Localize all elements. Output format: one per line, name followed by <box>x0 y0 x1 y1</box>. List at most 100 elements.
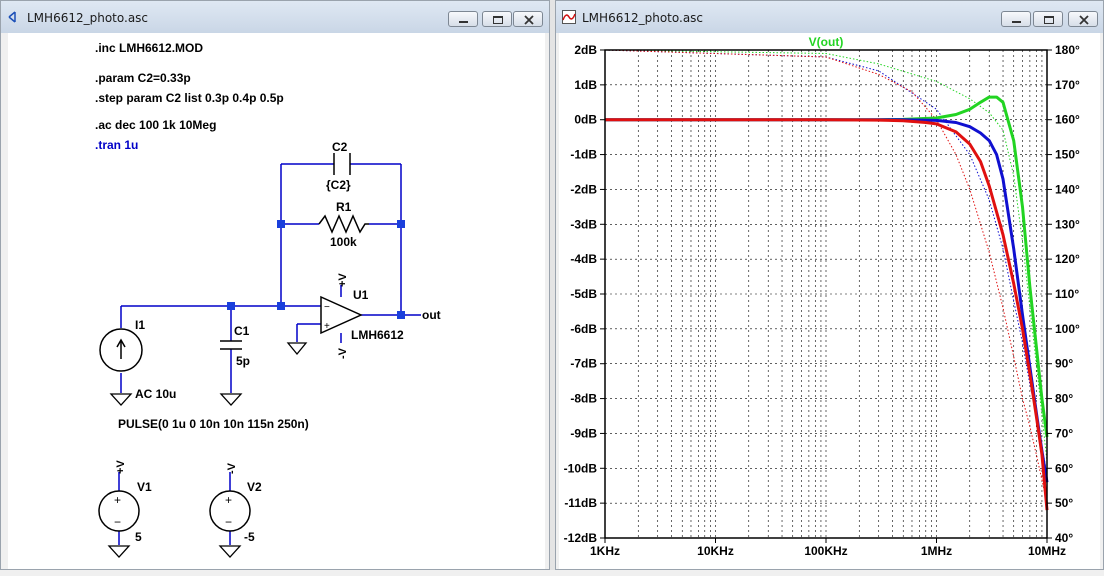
schematic-icon <box>8 11 16 23</box>
schematic-titlebar[interactable]: LMH6612_photo.asc <box>1 1 549 33</box>
schematic-canvas[interactable]: C2 {C2} R1 100k − + +V -V U1 LMH6612 out <box>8 33 545 569</box>
schematic-window: LMH6612_photo.asc <box>0 0 550 570</box>
y-right-tick-label: 100° <box>1055 322 1080 336</box>
y-left-tick-label: -5dB <box>570 287 597 301</box>
restore-button[interactable] <box>482 11 512 27</box>
schematic-drawing[interactable]: C2 {C2} R1 100k − + +V -V U1 LMH6612 out <box>8 33 547 571</box>
plot-pane[interactable]: 2dB 1dB 0dB -1dB -2dB -3dB -4dB -5dB -6dB -7dB -8d… <box>559 33 1100 569</box>
y-left-tick-label: 0dB <box>574 113 597 127</box>
y-right-tick-label: 110° <box>1055 287 1079 301</box>
trace-label[interactable]: V(out) <box>809 35 844 49</box>
x-tick-label: 100KHz <box>804 544 847 558</box>
x-tick-label: 10MHz <box>1028 544 1066 558</box>
restore-icon <box>493 16 503 24</box>
current-source-i1[interactable] <box>99 328 143 372</box>
ground-symbol-i1 <box>109 393 133 406</box>
y-right-tick-label: 150° <box>1055 148 1080 162</box>
close-icon <box>1079 15 1089 25</box>
opamp-vpos-label: +V <box>337 273 349 287</box>
directive-step[interactable]: .step param C2 list 0.3p 0.4p 0.5p <box>95 91 284 105</box>
waveform-titlebar[interactable]: LMH6612_photo.asc <box>556 1 1103 33</box>
opamp-vneg-label: -V <box>337 347 349 359</box>
waveform-icon <box>562 10 576 24</box>
y-right-tick-label: 40° <box>1055 531 1073 545</box>
v2-net-label: -V <box>226 462 238 474</box>
v2-value: -5 <box>244 530 255 544</box>
voltage-source-v1[interactable]: + − <box>98 490 140 532</box>
y-left-tick-label: -10dB <box>564 461 598 475</box>
opamp-inverting-mark: − <box>324 302 330 313</box>
y-right-tick-label: 170° <box>1055 78 1080 92</box>
waveform-title: LMH6612_photo.asc <box>582 11 704 25</box>
y-left-tick-label: -3dB <box>570 217 597 231</box>
directive-param[interactable]: .param C2=0.33p <box>95 71 191 85</box>
opamp-noninverting-mark: + <box>324 321 330 332</box>
y-left-tick-label: -4dB <box>570 252 597 266</box>
junctions <box>227 220 405 319</box>
restore-icon <box>1044 16 1054 24</box>
v2-minus-mark: − <box>225 515 232 529</box>
voltage-source-v2[interactable]: + − <box>209 490 251 532</box>
out-label: out <box>422 308 441 322</box>
y-left-tick-label: -8dB <box>570 392 597 406</box>
directive-tran[interactable]: .tran 1u <box>95 138 138 152</box>
i1-name: I1 <box>135 318 145 332</box>
close-button[interactable] <box>513 11 543 27</box>
bode-plot[interactable]: 2dB 1dB 0dB -1dB -2dB -3dB -4dB -5dB -6dB -7dB -8d… <box>559 33 1102 571</box>
y-right-tick-label: 120° <box>1055 252 1080 266</box>
v2-name: V2 <box>247 480 262 494</box>
u1-name: U1 <box>353 288 369 302</box>
c2-value: {C2} <box>326 178 351 192</box>
y-left-tick-label: -7dB <box>570 357 597 371</box>
resistor-r1[interactable] <box>318 214 369 234</box>
v1-net-label: +V <box>115 460 127 474</box>
v1-plus-mark: + <box>114 493 121 507</box>
v1-name: V1 <box>137 480 152 494</box>
y-right-tick-label: 180° <box>1055 43 1080 57</box>
ground-symbol-c1 <box>219 393 243 406</box>
minimize-icon <box>459 21 468 23</box>
y-left-tick-label: -6dB <box>570 322 597 336</box>
y-left-tick-label: -9dB <box>570 426 597 440</box>
minimize-button[interactable] <box>448 11 478 27</box>
c1-name: C1 <box>234 324 250 338</box>
directive-inc[interactable]: .inc LMH6612.MOD <box>95 41 203 55</box>
v2-plus-mark: + <box>225 493 232 507</box>
capacitor-c1[interactable] <box>220 340 242 350</box>
directive-ac[interactable]: .ac dec 100 1k 10Meg <box>95 118 216 132</box>
x-tick-label: 10KHz <box>697 544 734 558</box>
window-divider[interactable] <box>550 0 555 570</box>
plot-grid <box>605 50 1047 538</box>
capacitor-c2[interactable] <box>333 153 351 175</box>
ground-symbol-opamp <box>286 342 308 356</box>
i1-ac: AC 10u <box>135 387 176 401</box>
y-right-tick-label: 50° <box>1055 496 1073 510</box>
r1-name: R1 <box>336 200 352 214</box>
minimize-button[interactable] <box>1001 11 1031 27</box>
y-right-tick-label: 70° <box>1055 426 1073 440</box>
y-left-tick-label: -11dB <box>564 496 597 510</box>
v1-value: 5 <box>135 530 142 544</box>
y-left-tick-label: 2dB <box>574 43 597 57</box>
y-right-tick-label: 160° <box>1055 113 1080 127</box>
y-right-tick-label: 90° <box>1055 357 1073 371</box>
y-left-tick-label: -2dB <box>570 182 597 196</box>
y-right-tick-label: 80° <box>1055 392 1073 406</box>
x-tick-label: 1MHz <box>921 544 952 558</box>
y-left-tick-label: -12dB <box>564 531 598 545</box>
waveform-window: LMH6612_photo.asc 2dB 1dB 0dB -1dB -2dB -3dB -… <box>555 0 1104 570</box>
close-button[interactable] <box>1068 11 1098 27</box>
wires <box>118 163 421 545</box>
y-right-tick-label: 130° <box>1055 217 1080 231</box>
y-axis-right: 180°170°160°150°140°130°120°110°100°90°8… <box>1047 43 1080 545</box>
y-left-tick-label: 1dB <box>574 78 597 92</box>
minimize-icon <box>1012 21 1021 23</box>
opamp-u1[interactable]: − + <box>320 295 363 335</box>
magnitude-trace <box>605 118 1049 511</box>
schematic-title: LMH6612_photo.asc <box>27 11 149 25</box>
restore-button[interactable] <box>1033 11 1063 27</box>
y-left-tick-label: -1dB <box>570 148 597 162</box>
ground-symbol-v1 <box>107 545 131 558</box>
ground-symbol-v2 <box>218 545 242 558</box>
